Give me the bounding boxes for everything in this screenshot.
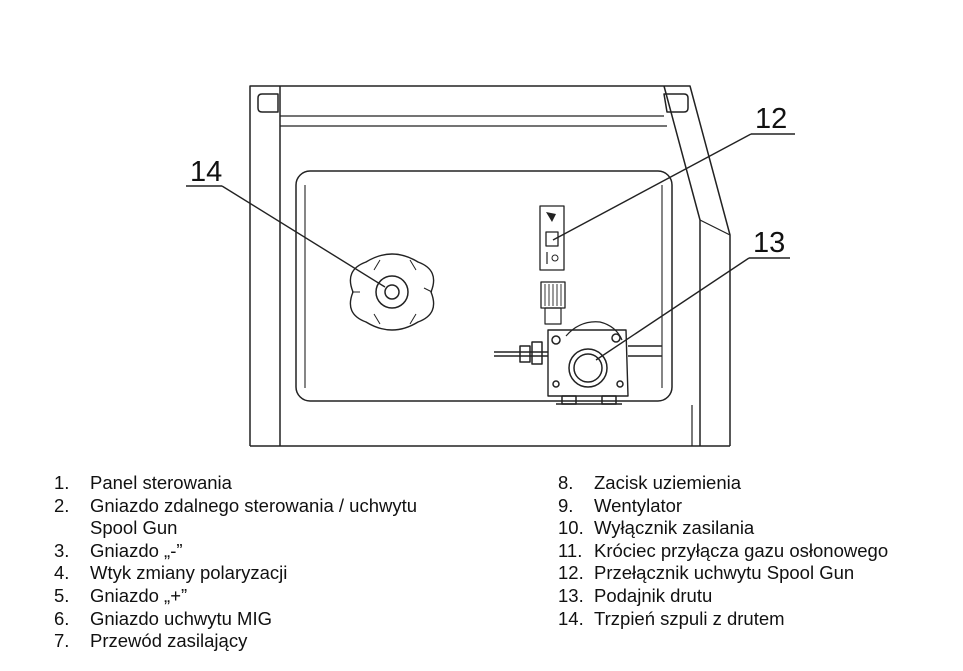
legend-item: 14. Trzpień szpuli z drutem bbox=[558, 608, 948, 631]
legend-item: 13. Podajnik drutu bbox=[558, 585, 948, 608]
legend-text: Gniazdo uchwytu MIG bbox=[90, 607, 272, 629]
legend-text: Króciec przyłącza gazu osłonowego bbox=[594, 539, 889, 561]
legend-item: 10. Wyłącznik zasilania bbox=[558, 517, 948, 540]
legend-item: 5. Gniazdo „+” bbox=[54, 585, 524, 608]
legend-item: 7. Przewód zasilający bbox=[54, 630, 524, 653]
housing-outline bbox=[249, 85, 731, 446]
callout-13: 13 bbox=[753, 227, 785, 259]
legend-number: 14. bbox=[558, 607, 584, 629]
door-edge bbox=[663, 85, 701, 446]
spool-gun-switch bbox=[539, 205, 565, 271]
legend-number: 2. bbox=[54, 494, 70, 516]
legend-number: 11. bbox=[558, 539, 583, 561]
legend-item: 3. Gniazdo „-” bbox=[54, 540, 524, 563]
legend-number: 8. bbox=[558, 472, 574, 493]
legend-text: Gniazdo zdalnego sterowania / uchwytu Sp… bbox=[90, 494, 418, 539]
legend-item: 1. Panel sterowania bbox=[54, 472, 524, 495]
handle-left bbox=[257, 93, 279, 113]
legend-number: 13. bbox=[558, 584, 584, 606]
legend-text: Przewód zasilający bbox=[90, 630, 248, 652]
legend-number: 3. bbox=[54, 539, 70, 561]
legend-number: 1. bbox=[54, 472, 70, 493]
legend-number: 10. bbox=[558, 517, 584, 539]
wire-compartment bbox=[295, 170, 673, 402]
legend-number: 6. bbox=[54, 607, 70, 629]
legend-number: 7. bbox=[54, 630, 70, 652]
legend-text: Podajnik drutu bbox=[594, 584, 713, 606]
legend-item: 9. Wentylator bbox=[558, 495, 948, 518]
legend-item: 4. Wtyk zmiany polaryzacji bbox=[54, 562, 524, 585]
legend-text: Gniazdo „-” bbox=[90, 539, 183, 561]
legend-text: Panel sterowania bbox=[90, 472, 232, 493]
machine-interior-diagram: 12 13 14 bbox=[186, 85, 795, 447]
legend-item: 2. Gniazdo zdalnego sterowania / uchwytu … bbox=[54, 495, 524, 540]
callout-14: 14 bbox=[190, 156, 222, 188]
legend-left: 1. Panel sterowania 2. Gniazdo zdalnego st… bbox=[54, 472, 524, 653]
legend-right: 8. Zacisk uziemienia 9. Wentylator 10. Wyłą… bbox=[558, 472, 948, 630]
legend-item: 8. Zacisk uziemienia bbox=[558, 472, 948, 495]
legend-number: 5. bbox=[54, 584, 70, 606]
legend-item: 6. Gniazdo uchwytu MIG bbox=[54, 608, 524, 631]
legend-item: 12. Przełącznik uchwytu Spool Gun bbox=[558, 562, 948, 585]
legend-text: Wentylator bbox=[594, 494, 683, 516]
legend-text: Trzpień szpuli z drutem bbox=[594, 607, 785, 629]
legend-text: Zacisk uziemienia bbox=[594, 472, 742, 493]
legend-text: Gniazdo „+” bbox=[90, 584, 188, 606]
legend-number: 4. bbox=[54, 562, 70, 584]
legend-number: 12. bbox=[558, 562, 584, 584]
legend-number: 9. bbox=[558, 494, 574, 516]
callout-12: 12 bbox=[755, 103, 787, 135]
wire-feeder bbox=[494, 281, 662, 405]
legend-text: Wtyk zmiany polaryzacji bbox=[90, 562, 288, 584]
legend-text: Przełącznik uchwytu Spool Gun bbox=[594, 562, 855, 584]
legend-text: Wyłącznik zasilania bbox=[594, 517, 755, 539]
legend-item: 11. Króciec przyłącza gazu osłonowego bbox=[558, 540, 948, 563]
handle-right bbox=[663, 93, 689, 113]
spool-spindle bbox=[349, 253, 435, 331]
